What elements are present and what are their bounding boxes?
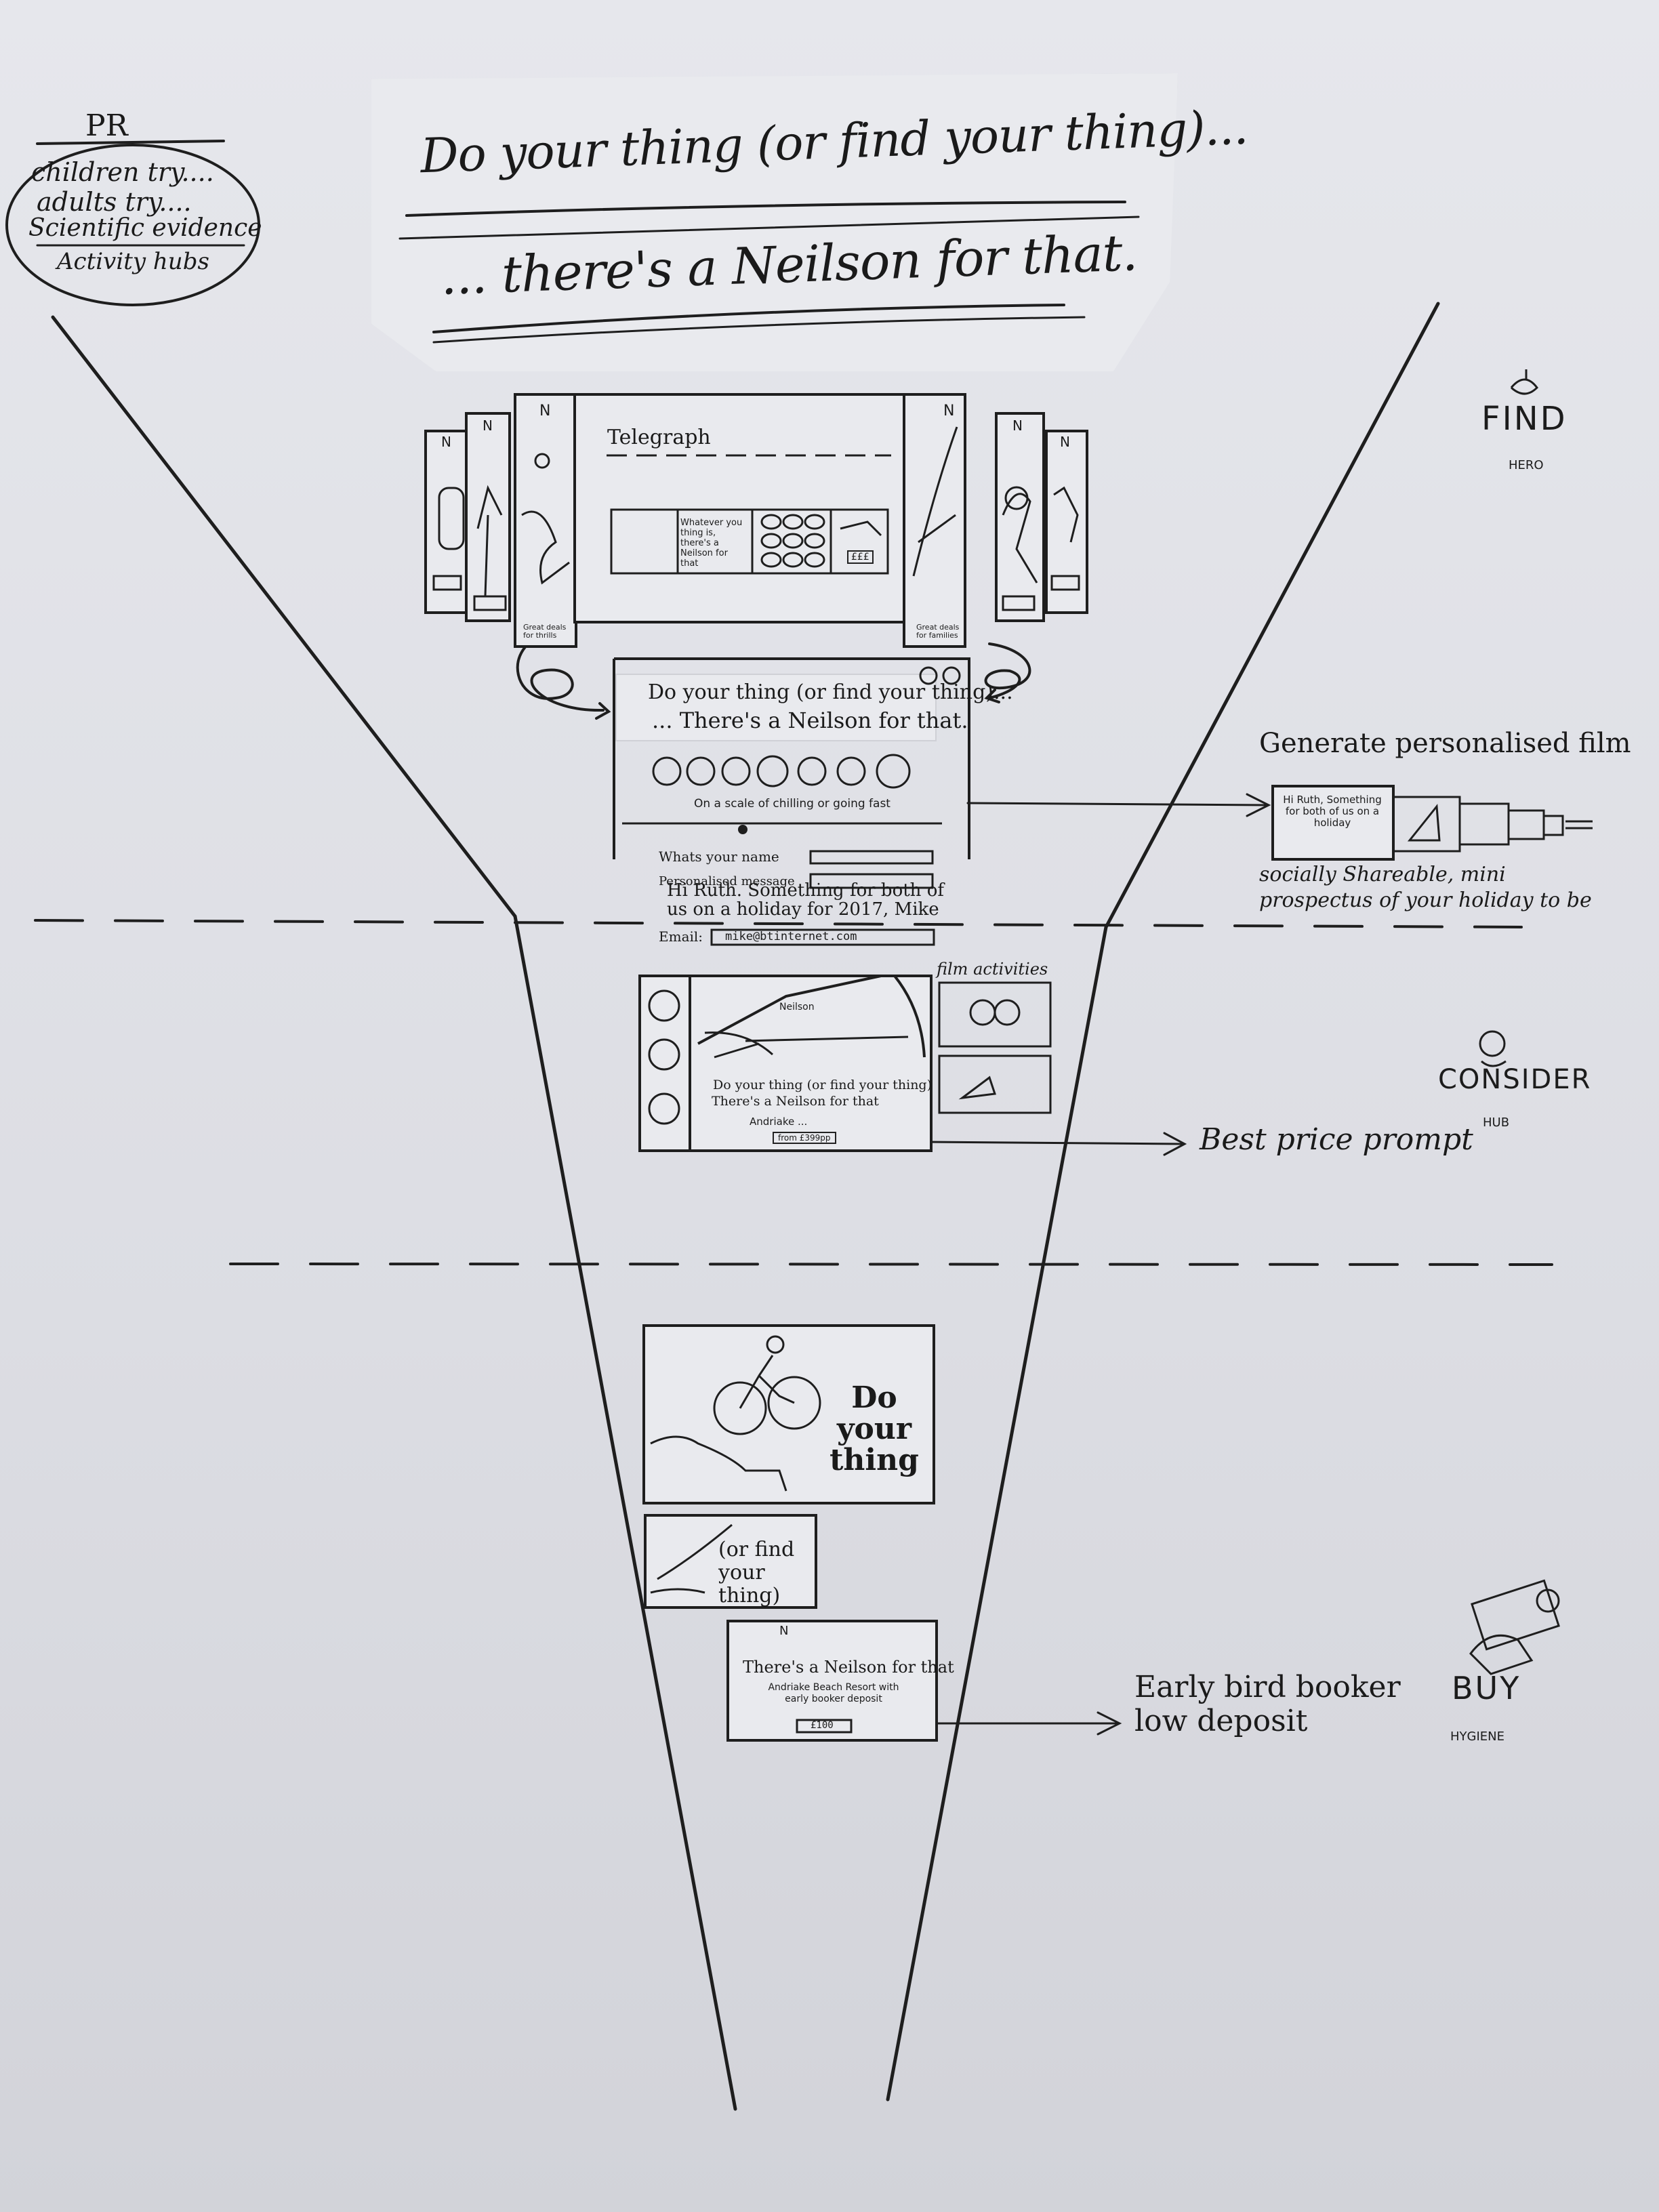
hub-price[interactable]: from £399pp (773, 1132, 836, 1144)
ad3-sub: Andriake Beach Resort with early booker … (768, 1682, 899, 1704)
hub-location: Andriake ... (750, 1115, 808, 1128)
activity-icon-3 (721, 756, 751, 786)
film-activities-label: film activities (937, 960, 1048, 979)
low-deposit-text: low deposit (1134, 1704, 1308, 1738)
builder-scale-text: On a scale of chilling or going fast (694, 797, 890, 811)
hub-brand: Neilson (779, 1002, 815, 1012)
banner-price: £££ (847, 550, 874, 564)
left-caption: Great deals for thrills (523, 623, 567, 640)
pr-item-3: Scientific evidence (28, 214, 262, 242)
ad3-price[interactable]: £100 (811, 1720, 834, 1731)
banner-text: Whatever you thing is, there's a Neilson… (680, 518, 743, 569)
builder-title-2: ... There's a Neilson for that. (652, 708, 968, 733)
funnel-right-lower (886, 925, 1108, 2102)
builder-title-1: Do your thing (or find your thing)... (648, 680, 1013, 704)
personalised-film-heading: Generate personalised film (1259, 728, 1631, 759)
right-caption: Great deals for families (916, 623, 960, 640)
activity-icon-4 (756, 755, 789, 787)
carousel-logo-6: N (1060, 434, 1070, 450)
activity-icon-6 (836, 756, 866, 786)
personalised-film-description: socially Shareable, mini prospectus of y… (1259, 863, 1592, 912)
stage-buy-sub: HYGIENE (1450, 1729, 1504, 1744)
builder-message-label: Personalised message (659, 874, 795, 888)
carousel-logo-1: N (441, 434, 451, 450)
activity-icon-5 (797, 756, 827, 786)
early-bird-text: Early bird booker (1134, 1670, 1401, 1704)
best-price-prompt: Best price prompt (1200, 1122, 1473, 1157)
builder-email-value[interactable]: mike@btinternet.com (725, 930, 857, 943)
buy-money-icon (1469, 1579, 1560, 1675)
pr-heading: PR (85, 108, 128, 143)
stage-consider-label: CONSIDER (1438, 1064, 1592, 1095)
builder-email-label: Email: (659, 928, 703, 945)
hub-text-1: Do your thing (or find your thing) (713, 1078, 933, 1092)
ad3-title: There's a Neilson for that (743, 1658, 954, 1677)
divider-find-consider (34, 919, 1523, 928)
activity-icon-2 (686, 756, 716, 786)
personalised-film-frame-text: Hi Ruth, Something for both of us on a h… (1283, 794, 1382, 829)
funnel-left-lower (513, 914, 737, 2111)
pr-item-1: children try.... (31, 157, 214, 187)
stage-find-sub: HERO (1509, 458, 1544, 472)
stage-buy-label: BUY (1452, 1670, 1521, 1706)
pr-item-4: Activity hubs (57, 248, 209, 275)
pr-item-2: adults try.... (37, 187, 192, 217)
ad2-text: (or find your thing) (718, 1538, 795, 1607)
activity-icon-1 (652, 756, 682, 786)
pr-circle (5, 144, 260, 306)
builder-message-value[interactable]: Hi Ruth. Something for both of us on a h… (667, 880, 944, 920)
builder-name-label: Whats your name (659, 848, 779, 865)
carousel-logo-5: N (1012, 417, 1023, 434)
hub-text-2: There's a Neilson for that (712, 1094, 879, 1109)
funnel-right-upper (1104, 302, 1440, 929)
activity-icon-7 (876, 754, 911, 789)
divider-consider-buy (229, 1263, 1553, 1266)
carousel-logo-3: N (539, 403, 551, 419)
carousel-logo-4: N (943, 403, 955, 419)
telegraph-label: Telegraph (607, 426, 711, 449)
builder-name-input[interactable] (811, 851, 933, 863)
stage-find-label: FIND (1481, 400, 1568, 438)
funnel-left-upper (51, 315, 517, 918)
ad3-logo: N (779, 1624, 789, 1638)
stage-consider-sub: HUB (1483, 1115, 1510, 1130)
find-eye-icon (1510, 369, 1538, 395)
carousel-logo-2: N (483, 417, 493, 434)
ad1-text: Do your thing (830, 1380, 919, 1477)
